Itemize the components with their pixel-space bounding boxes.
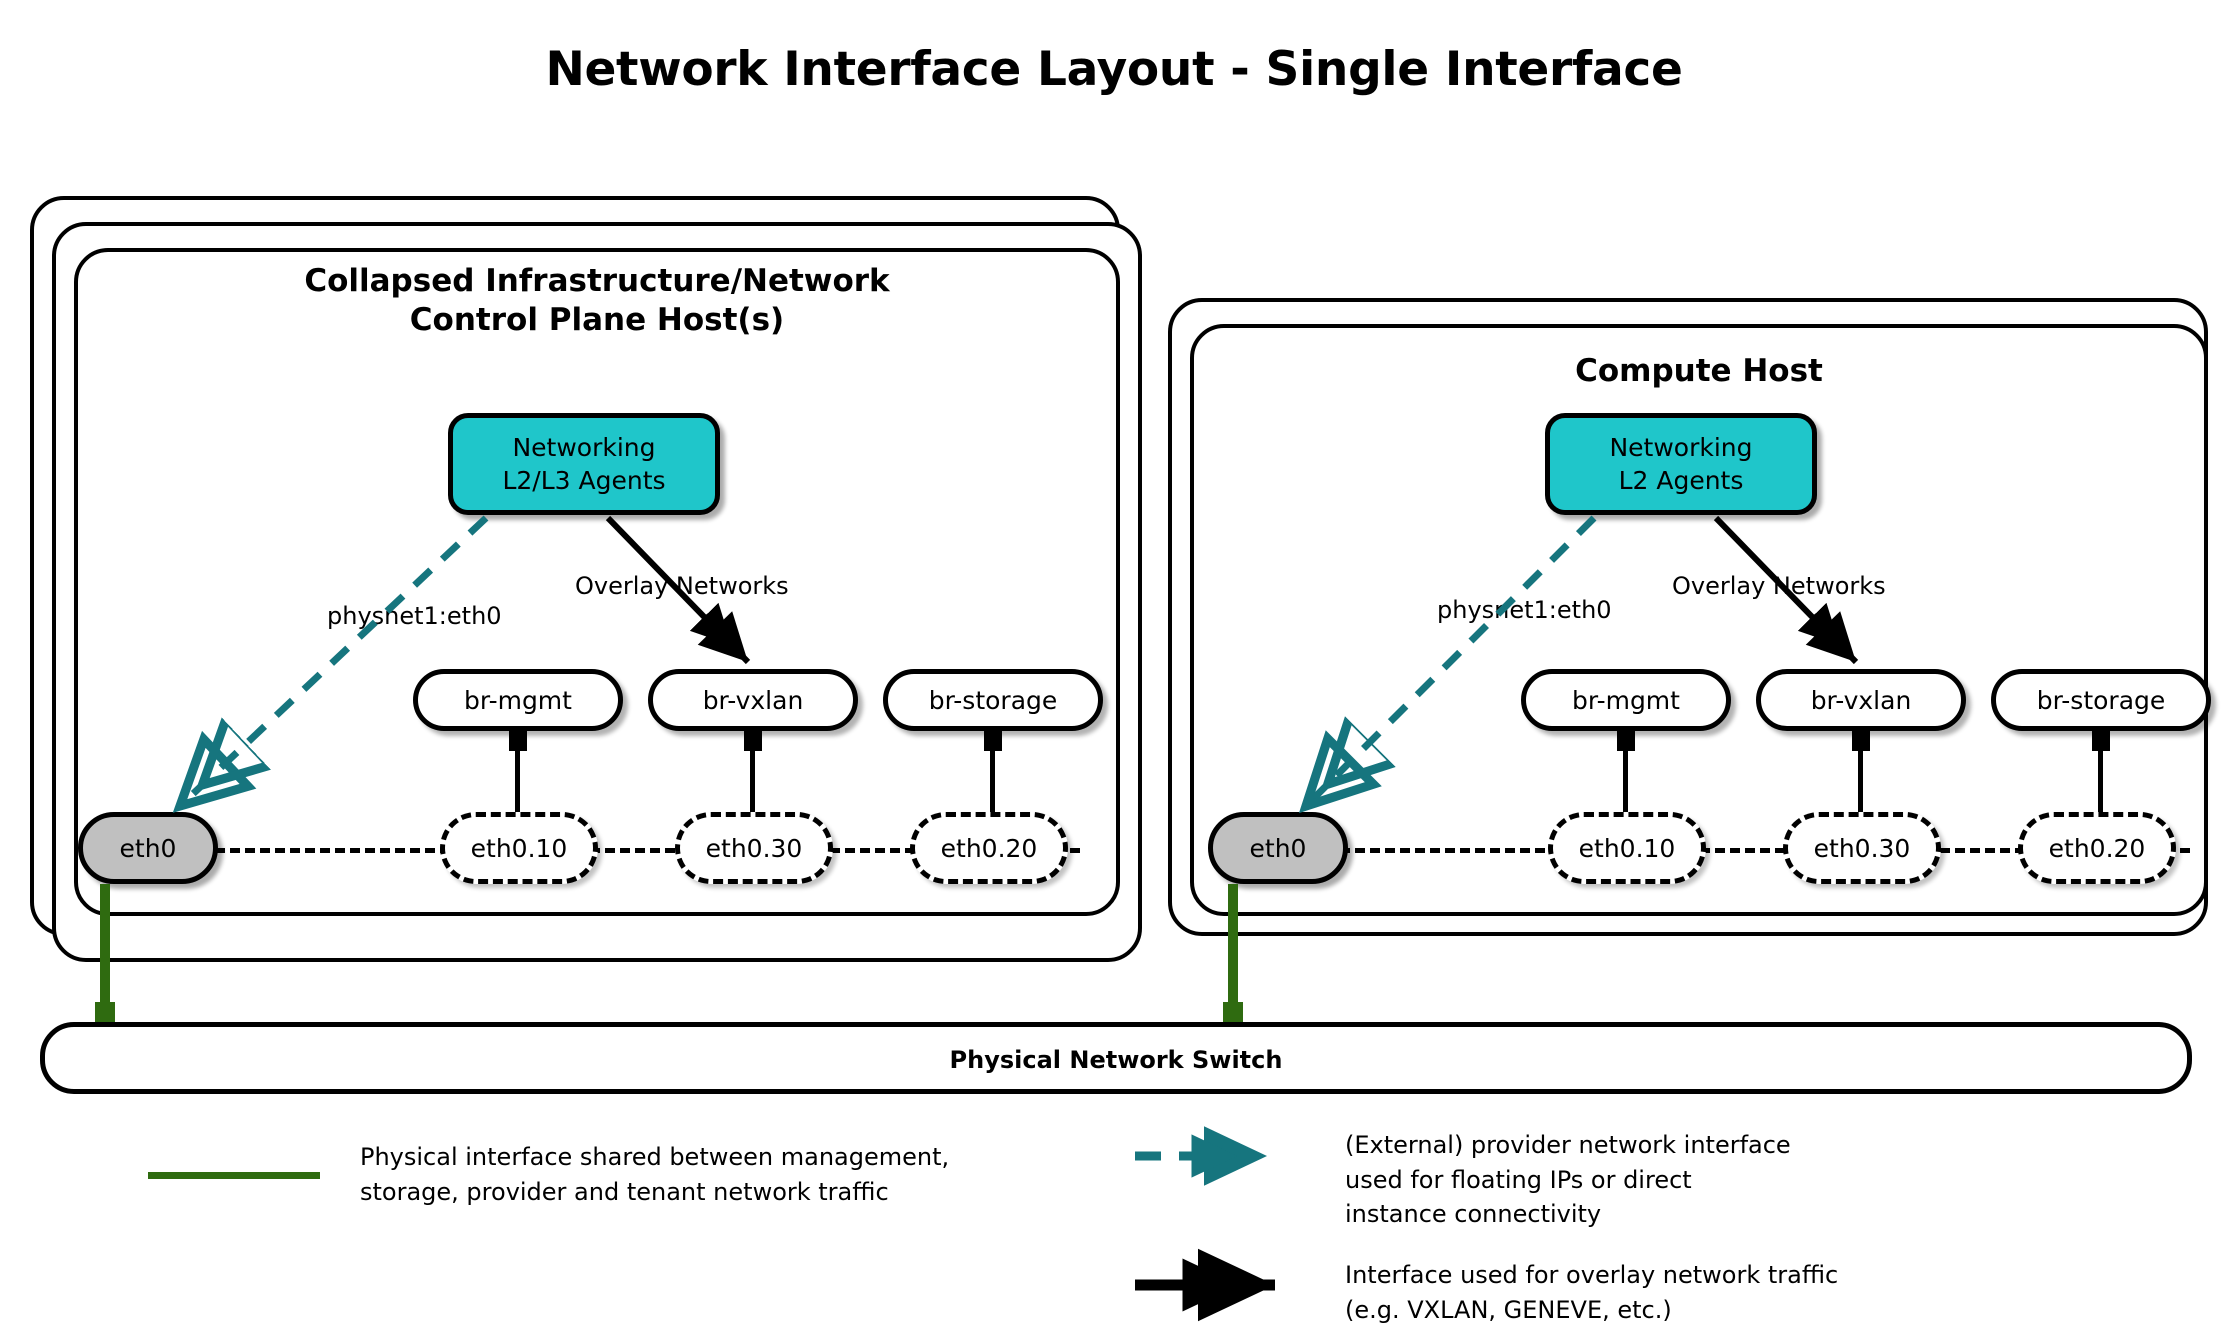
- bridge-wire-br-mgmt-compute: [1623, 745, 1628, 850]
- bridge-br-vxlan-control-plane[interactable]: br-vxlan: [648, 669, 858, 731]
- provider-label-compute: physnet1:eth0: [1437, 596, 1612, 624]
- vlan-eth0-20-control-plane[interactable]: eth0.20: [910, 812, 1068, 884]
- bridge-br-mgmt-compute[interactable]: br-mgmt: [1521, 669, 1731, 731]
- physical-link-compute: [1228, 884, 1238, 1014]
- page-title: Network Interface Layout - Single Interf…: [545, 42, 1683, 97]
- switch-label: Physical Network Switch: [949, 1046, 1283, 1074]
- bridge-wire-br-storage-control-plane: [990, 745, 995, 850]
- bridge-stub-br-mgmt-compute: [1617, 729, 1635, 751]
- legend-physical-symbol: [148, 1172, 320, 1179]
- overlay-label-control-plane: Overlay Networks: [575, 572, 789, 600]
- bridge-stub-br-vxlan-compute: [1852, 729, 1870, 751]
- bridge-stub-br-vxlan-control-plane: [744, 729, 762, 751]
- vlan-eth0-30-control-plane[interactable]: eth0.30: [675, 812, 833, 884]
- bridge-br-storage-compute[interactable]: br-storage: [1991, 669, 2211, 731]
- bridge-br-vxlan-compute[interactable]: br-vxlan: [1756, 669, 1966, 731]
- legend-provider-text: (External) provider network interface us…: [1345, 1131, 1791, 1229]
- vlan-eth0-10-compute[interactable]: eth0.10: [1548, 812, 1706, 884]
- vlan-eth0-30-compute[interactable]: eth0.30: [1783, 812, 1941, 884]
- bridge-br-storage-control-plane[interactable]: br-storage: [883, 669, 1103, 731]
- agent-box-control-plane[interactable]: Networking L2/L3 Agents: [448, 413, 720, 515]
- bridge-wire-br-vxlan-compute: [1858, 745, 1863, 850]
- trunk-line-control-plane: [200, 848, 1080, 853]
- legend-physical-text: Physical interface shared between manage…: [360, 1143, 950, 1206]
- host-title-compute: Compute Host: [1575, 353, 1823, 389]
- trunk-line-compute: [1310, 848, 2190, 853]
- agent-box-compute[interactable]: Networking L2 Agents: [1545, 413, 1817, 515]
- vlan-eth0-20-compute[interactable]: eth0.20: [2018, 812, 2176, 884]
- bridge-wire-br-mgmt-control-plane: [515, 745, 520, 850]
- bridge-stub-br-storage-compute: [2092, 729, 2110, 751]
- nic-eth0-compute[interactable]: eth0: [1208, 812, 1348, 884]
- vlan-eth0-10-control-plane[interactable]: eth0.10: [440, 812, 598, 884]
- physical-link-control-plane: [100, 884, 110, 1014]
- bridge-stub-br-storage-control-plane: [984, 729, 1002, 751]
- host-title-control-plane: Collapsed Infrastructure/Network Control…: [304, 263, 890, 338]
- provider-label-control-plane: physnet1:eth0: [327, 602, 502, 630]
- nic-eth0-control-plane[interactable]: eth0: [78, 812, 218, 884]
- bridge-wire-br-storage-compute: [2098, 745, 2103, 850]
- legend-overlay-text: Interface used for overlay network traff…: [1345, 1261, 1839, 1324]
- physical-network-switch[interactable]: Physical Network Switch: [40, 1022, 2192, 1094]
- bridge-stub-br-mgmt-control-plane: [509, 729, 527, 751]
- bridge-br-mgmt-control-plane[interactable]: br-mgmt: [413, 669, 623, 731]
- overlay-label-compute: Overlay Networks: [1672, 572, 1886, 600]
- bridge-wire-br-vxlan-control-plane: [750, 745, 755, 850]
